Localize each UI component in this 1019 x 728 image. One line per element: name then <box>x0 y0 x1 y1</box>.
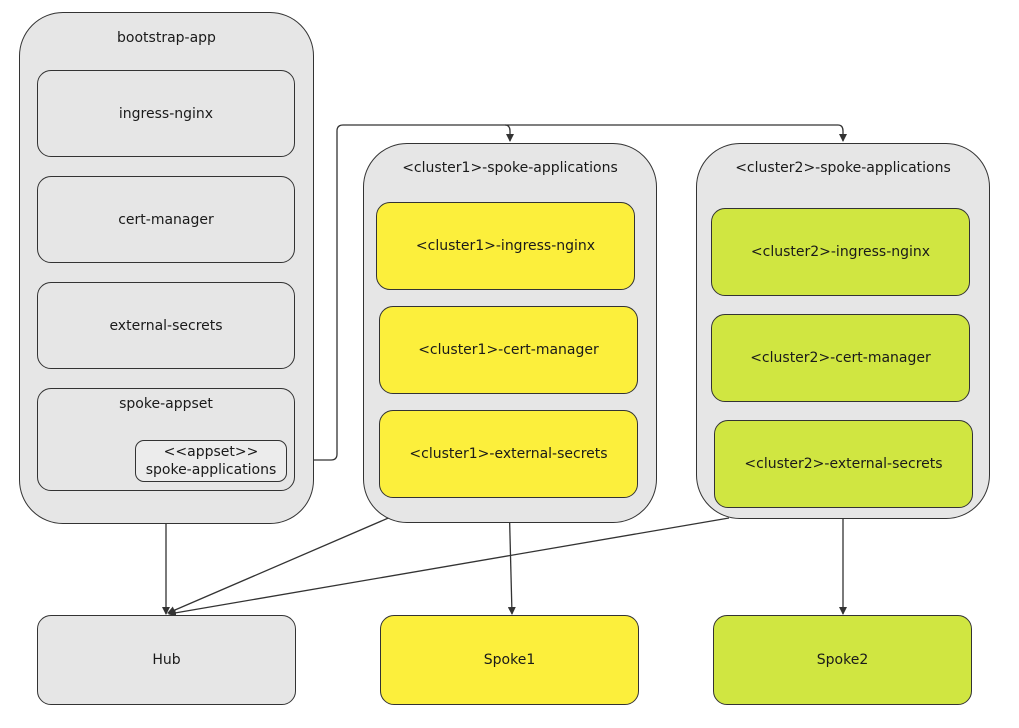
appset-to-cluster2-edge <box>505 124 847 142</box>
cluster2-ingress-nginx-app[interactable]: <cluster2>-ingress-nginx <box>711 208 970 296</box>
cert-manager-label: cert-manager <box>118 211 214 228</box>
cluster2-cert-manager-label: <cluster2>-cert-manager <box>750 350 931 366</box>
spoke1-node[interactable]: Spoke1 <box>380 615 639 705</box>
cluster2-external-secrets-app[interactable]: <cluster2>-external-secrets <box>714 420 973 508</box>
cluster2-ingress-nginx-label: <cluster2>-ingress-nginx <box>750 244 931 260</box>
cluster2-to-hub-edge <box>168 517 730 617</box>
cluster1-title: <cluster1>-spoke-applications <box>402 160 618 176</box>
cluster1-ingress-nginx-label: <cluster1>-ingress-nginx <box>415 238 596 254</box>
cluster1-external-secrets-label: <cluster1>-external-secrets <box>409 446 608 462</box>
cert-manager-app[interactable]: cert-manager <box>37 176 295 263</box>
cluster1-cert-manager-app[interactable]: <cluster1>-cert-manager <box>379 306 638 394</box>
cluster1-ingress-nginx-app[interactable]: <cluster1>-ingress-nginx <box>376 202 635 290</box>
cluster2-title: <cluster2>-spoke-applications <box>735 160 951 176</box>
spoke2-label: Spoke2 <box>816 652 869 668</box>
spoke1-label: Spoke1 <box>483 652 536 668</box>
cluster1-cert-manager-label: <cluster1>-cert-manager <box>418 342 599 358</box>
cluster1-external-secrets-app[interactable]: <cluster1>-external-secrets <box>379 410 638 498</box>
hub-label: Hub <box>152 652 181 668</box>
ingress-nginx-label: ingress-nginx <box>118 105 214 122</box>
spoke2-node[interactable]: Spoke2 <box>713 615 972 705</box>
appset-stereotype: <<appset>> <box>163 444 259 460</box>
ingress-nginx-app[interactable]: ingress-nginx <box>37 70 295 157</box>
spoke-appset-label: spoke-appset <box>119 396 213 412</box>
spoke-applications-appset[interactable]: <<appset>> spoke-applications <box>135 440 287 482</box>
cluster1-to-hub-edge <box>167 515 394 614</box>
appset-inner-label: spoke-applications <box>145 462 277 478</box>
cluster2-external-secrets-label: <cluster2>-external-secrets <box>744 456 943 472</box>
cluster2-cert-manager-app[interactable]: <cluster2>-cert-manager <box>711 314 970 402</box>
bootstrap-app-title: bootstrap-app <box>117 30 216 46</box>
external-secrets-label: external-secrets <box>109 317 223 334</box>
hub-node[interactable]: Hub <box>37 615 296 705</box>
external-secrets-app[interactable]: external-secrets <box>37 282 295 369</box>
